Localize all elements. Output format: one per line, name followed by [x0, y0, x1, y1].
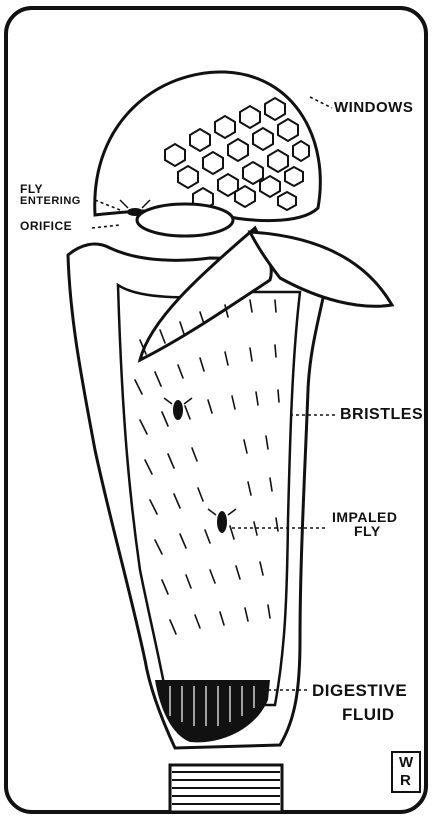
- leader-windows: [310, 97, 332, 108]
- label-digestive: DIGESTIVE: [312, 682, 407, 699]
- label-orifice: ORIFICE: [20, 220, 72, 232]
- label-bristles: BRISTLES: [340, 407, 423, 423]
- monogram-r: R: [400, 773, 411, 788]
- label-fly-entering-2: ENTERING: [20, 196, 81, 207]
- monogram-w: W: [399, 755, 414, 770]
- label-windows: WINDOWS: [334, 100, 413, 115]
- label-impaled: IMPALED: [332, 510, 397, 524]
- label-fly-entering-1: FLY: [20, 183, 43, 195]
- leader-orifice: [92, 225, 120, 228]
- orifice-opening: [137, 204, 233, 236]
- label-fluid: FLUID: [342, 706, 395, 723]
- label-fly: FLY: [354, 524, 381, 538]
